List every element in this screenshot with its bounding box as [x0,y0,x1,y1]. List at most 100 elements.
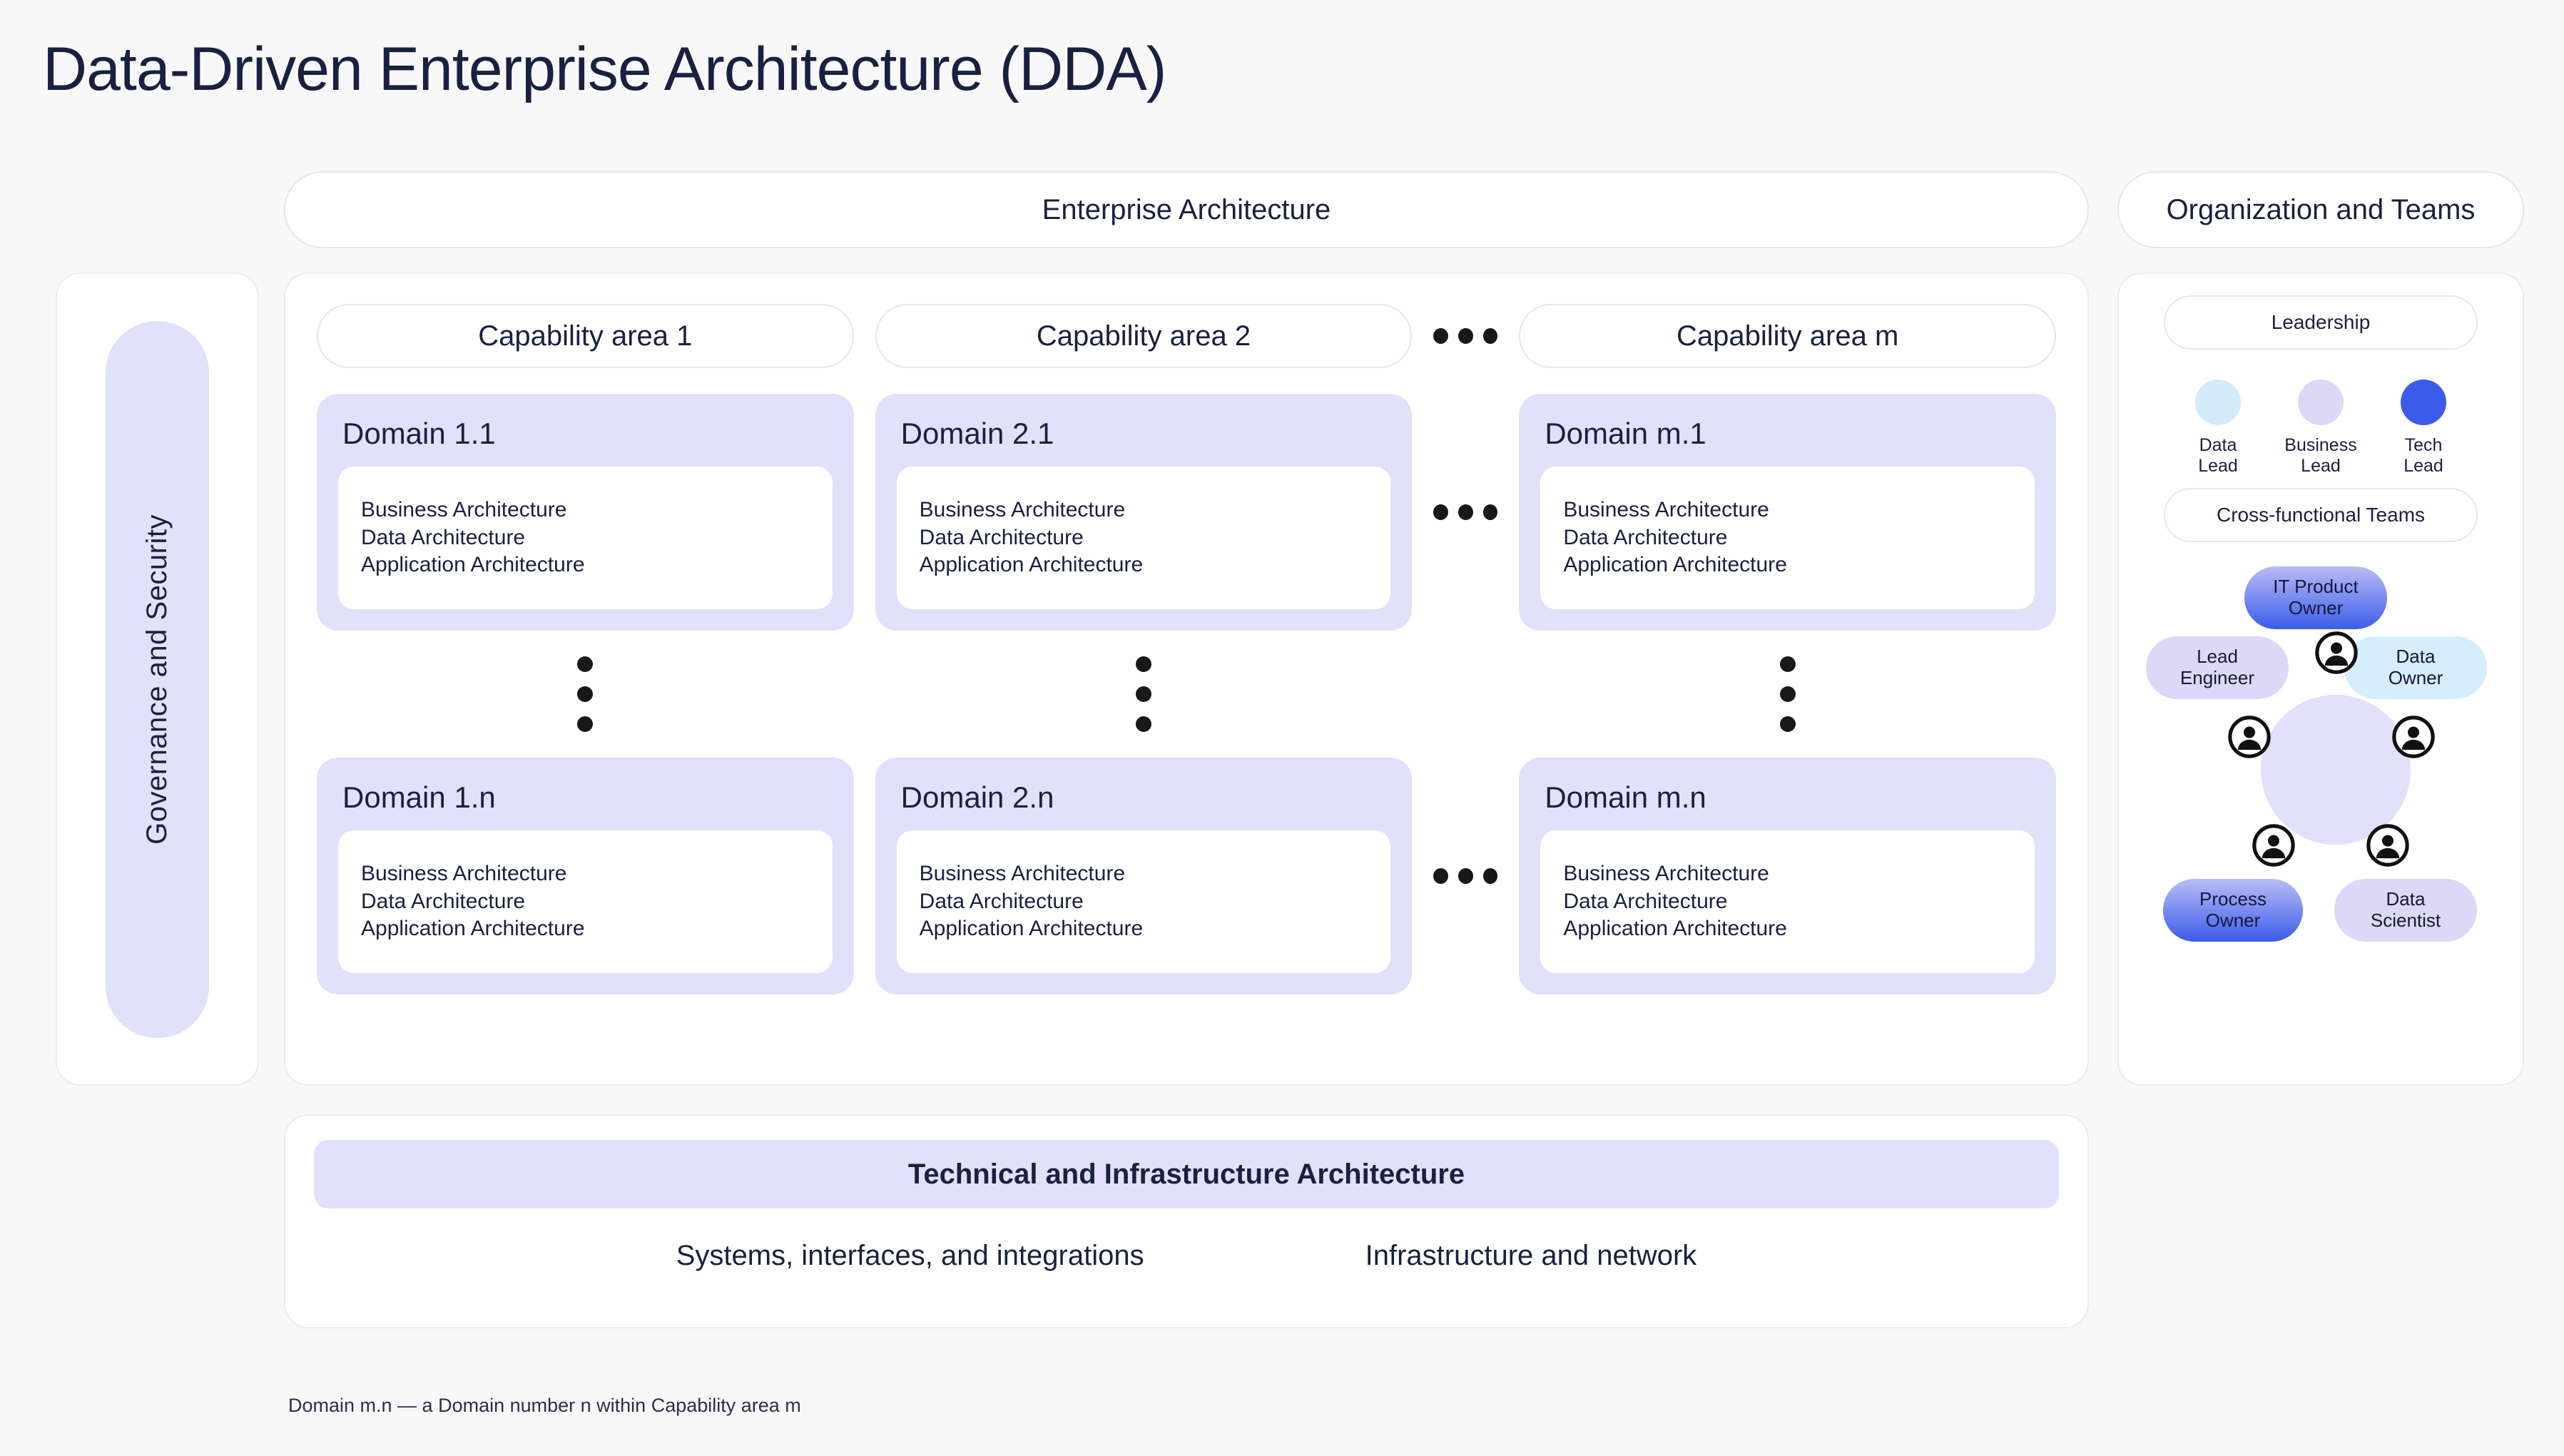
cross-functional-teams-pill[interactable]: Cross-functional Teams [2164,487,2478,542]
domain-layer-data: Data Architecture [1563,889,1728,913]
domain-card[interactable]: Domain 1.1 Business Architecture Data Ar… [317,394,854,631]
domain-layers: Business Architecture Data Architecture … [1540,830,2035,973]
organization-and-teams-header: Organization and Teams [2117,171,2524,248]
ellipsis-icon [1519,656,2056,732]
governance-and-security-label: Governance and Security [141,514,173,845]
tech-lead-dot-icon [2401,380,2446,425]
role-data-owner[interactable]: Data Owner [2344,636,2487,699]
role-label: Process Owner [2199,888,2267,931]
capability-area-label: Capability area 2 [1036,320,1251,352]
domain-layer-business: Business Architecture [919,498,1126,522]
technical-infrastructure-panel: Technical and Infrastructure Architectur… [284,1114,2089,1328]
domain-title: Domain m.1 [1545,417,1706,450]
domain-card[interactable]: Domain 1.n Business Architecture Data Ar… [317,758,854,994]
person-icon [2314,631,2359,675]
capability-area-2[interactable]: Capability area 2 [875,304,1413,368]
domain-layer-data: Data Architecture [361,525,526,549]
leadership-legend: Data Lead Business Lead Tech Lead [2143,380,2498,477]
domain-layer-application: Application Architecture [1563,917,1787,941]
domain-card[interactable]: Domain 2.n Business Architecture Data Ar… [875,758,1413,994]
technical-item-infrastructure: Infrastructure and network [1365,1240,1697,1271]
vertical-ellipsis-row [317,648,2056,740]
footnote: Domain m.n — a Domain number n within Ca… [288,1395,801,1416]
domain-row-first: Domain 1.1 Business Architecture Data Ar… [317,394,2056,631]
capability-area-m[interactable]: Capability area m [1519,304,2056,368]
domain-layer-business: Business Architecture [1563,498,1769,522]
legend-item-business-lead: Business Lead [2283,380,2359,477]
capability-area-label: Capability area 1 [478,320,693,352]
domain-layers: Business Architecture Data Architecture … [896,467,1391,609]
domain-layer-business: Business Architecture [361,862,567,886]
domain-layer-business: Business Architecture [361,498,567,522]
data-lead-label: Data Lead [2198,435,2238,476]
ellipsis-icon [1433,328,1498,344]
governance-and-security-panel: Governance and Security [56,273,259,1086]
capability-areas-row: Capability area 1 Capability area 2 Capa… [317,304,2056,368]
domain-layer-application: Application Architecture [361,917,585,941]
role-data-scientist[interactable]: Data Scientist [2334,878,2477,942]
capability-area-1[interactable]: Capability area 1 [317,304,854,368]
ellipsis-icon [317,656,854,732]
capability-area-label: Capability area m [1677,320,1899,352]
domain-layer-application: Application Architecture [919,553,1144,577]
team-wheel-core [2261,694,2411,845]
person-icon [2227,715,2272,759]
domain-layers: Business Architecture Data Architecture … [338,830,833,973]
technical-infrastructure-items: Systems, interfaces, and integrations In… [314,1240,2059,1272]
domain-layer-data: Data Architecture [919,889,1084,913]
ellipsis-icon [1433,868,1498,884]
data-lead-dot-icon [2195,380,2241,425]
enterprise-architecture-header: Enterprise Architecture [284,171,2089,248]
domain-layer-data: Data Architecture [1563,525,1728,549]
domain-title: Domain 2.1 [900,417,1054,450]
domain-layers: Business Architecture Data Architecture … [1540,467,2035,609]
role-process-owner[interactable]: Process Owner [2163,878,2303,942]
business-lead-dot-icon [2298,380,2344,425]
legend-item-tech-lead: Tech Lead [2386,380,2461,477]
domain-layer-business: Business Architecture [1563,862,1769,886]
domain-title: Domain 1.1 [342,417,496,450]
leadership-pill[interactable]: Leadership [2164,295,2478,350]
person-icon [2366,823,2410,867]
role-label: Data Owner [2388,646,2443,688]
domain-title: Domain 1.n [342,780,496,814]
domain-layers: Business Architecture Data Architecture … [896,830,1391,973]
person-icon [2391,715,2436,759]
domain-layer-application: Application Architecture [1563,553,1787,577]
ellipsis-icon [875,656,1413,732]
role-label: Data Scientist [2370,888,2441,931]
domain-title: Domain 2.n [900,780,1054,814]
technical-infrastructure-label: Technical and Infrastructure Architectur… [907,1158,1465,1190]
technical-infrastructure-banner: Technical and Infrastructure Architectur… [314,1140,2059,1208]
domain-layer-business: Business Architecture [919,862,1126,886]
governance-and-security-chip: Governance and Security [106,320,209,1038]
organization-and-teams-panel: Leadership Data Lead Business Lead Tech … [2117,273,2524,1086]
domain-layer-data: Data Architecture [361,889,526,913]
organization-and-teams-label: Organization and Teams [2166,193,2476,225]
role-label: IT Product Owner [2273,576,2359,618]
domain-card[interactable]: Domain m.1 Business Architecture Data Ar… [1519,394,2056,631]
cross-functional-team-wheel: IT Product Owner Lead Engineer Data Owne… [2143,559,2500,959]
domain-title: Domain m.n [1545,780,1706,814]
domain-card[interactable]: Domain m.n Business Architecture Data Ar… [1519,758,2056,994]
legend-item-data-lead: Data Lead [2180,380,2256,477]
domain-row-last: Domain 1.n Business Architecture Data Ar… [317,758,2056,994]
domain-layers: Business Architecture Data Architecture … [338,467,833,609]
domain-layer-application: Application Architecture [919,917,1144,941]
enterprise-architecture-body: Capability area 1 Capability area 2 Capa… [284,273,2089,1086]
domain-card[interactable]: Domain 2.1 Business Architecture Data Ar… [875,394,1413,631]
leadership-label: Leadership [2271,311,2371,333]
domain-layer-application: Application Architecture [361,553,585,577]
role-it-product-owner[interactable]: IT Product Owner [2244,566,2387,629]
domain-layer-data: Data Architecture [919,525,1084,549]
technical-item-systems: Systems, interfaces, and integrations [676,1240,1144,1271]
person-icon [2252,823,2296,867]
page-title: Data-Driven Enterprise Architecture (DDA… [43,35,1166,103]
ellipsis-icon [1433,504,1498,520]
role-label: Lead Engineer [2179,646,2255,688]
role-lead-engineer[interactable]: Lead Engineer [2146,636,2289,699]
enterprise-architecture-label: Enterprise Architecture [1042,193,1331,225]
cross-functional-teams-label: Cross-functional Teams [2216,503,2426,526]
business-lead-label: Business Lead [2284,435,2357,476]
